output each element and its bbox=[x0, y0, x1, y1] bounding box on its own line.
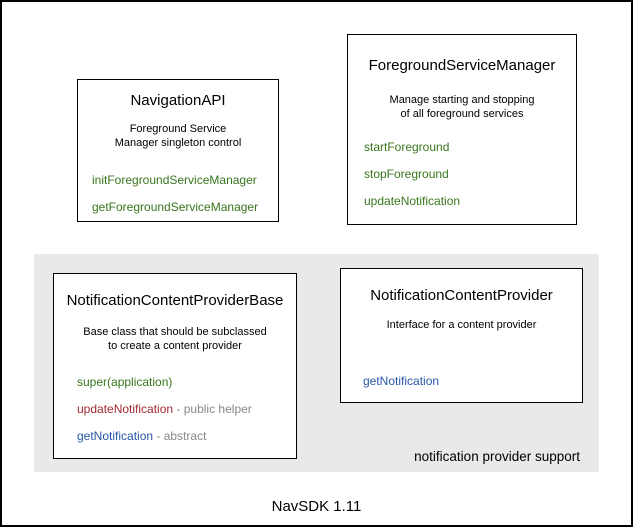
diagram-caption-navsdk-version: NavSDK 1.11 bbox=[271, 498, 362, 515]
method-startforeground: startForeground bbox=[364, 140, 450, 154]
method-row: updateNotification - public helper bbox=[77, 402, 296, 417]
method-row: super(application) bbox=[77, 375, 296, 390]
method-getnotification: getNotification bbox=[77, 429, 154, 443]
notification-provider-group: NotificationContentProviderBase Base cla… bbox=[34, 254, 599, 472]
description-line: Manager singleton control bbox=[114, 136, 242, 149]
method-stopforeground: stopForeground bbox=[364, 167, 449, 181]
method-super-application: super(application) bbox=[77, 375, 173, 389]
notificationcontentproviderbase-title: NotificationContentProviderBase bbox=[66, 292, 284, 309]
notificationcontentproviderbase-methods: super(application) updateNotification - … bbox=[54, 375, 296, 444]
method-row: getNotification bbox=[363, 374, 582, 389]
method-initforegroundservicemanager: initForegroundServiceManager bbox=[92, 173, 257, 187]
method-row: startForeground bbox=[364, 140, 576, 155]
description-line: Base class that should be subclassed bbox=[83, 326, 267, 338]
method-row: getForegroundServiceManager bbox=[92, 200, 278, 215]
method-note: - public helper bbox=[173, 402, 252, 416]
notificationcontentprovider-title: NotificationContentProvider bbox=[370, 287, 553, 304]
class-box-notificationcontentprovider: NotificationContentProvider Interface fo… bbox=[340, 268, 583, 403]
method-row: stopForeground bbox=[364, 167, 576, 182]
description-line: Manage starting and stopping bbox=[389, 94, 535, 106]
foregroundservicemanager-title: ForegroundServiceManager bbox=[368, 57, 556, 74]
notificationcontentprovider-methods: getNotification bbox=[341, 374, 582, 389]
method-row: updateNotification bbox=[364, 194, 576, 209]
notificationcontentproviderbase-description: Base class that should be subclassed to … bbox=[54, 326, 296, 353]
class-box-notificationcontentproviderbase: NotificationContentProviderBase Base cla… bbox=[53, 273, 297, 459]
method-updatenotification: updateNotification bbox=[77, 402, 174, 416]
class-box-foregroundservicemanager: ForegroundServiceManager Manage starting… bbox=[347, 34, 577, 225]
method-updatenotification: updateNotification bbox=[364, 194, 461, 208]
method-getforegroundservicemanager: getForegroundServiceManager bbox=[92, 200, 259, 214]
method-note: - abstract bbox=[153, 429, 207, 443]
method-getnotification: getNotification bbox=[363, 373, 440, 388]
description-line: of all foreground services bbox=[400, 107, 524, 120]
navigationapi-methods: initForegroundServiceManager getForegrou… bbox=[78, 173, 278, 215]
foregroundservicemanager-description: Manage starting and stopping of all fore… bbox=[348, 94, 576, 121]
navigationapi-description: Foreground Service Manager singleton con… bbox=[78, 123, 278, 150]
description-line: Interface for a content provider bbox=[386, 319, 537, 331]
description-line: to create a content provider bbox=[108, 339, 242, 352]
method-row: getNotification - abstract bbox=[77, 429, 296, 444]
class-box-navigationapi: NavigationAPI Foreground Service Manager… bbox=[77, 79, 279, 222]
notificationcontentprovider-description: Interface for a content provider bbox=[341, 319, 582, 333]
method-row: initForegroundServiceManager bbox=[92, 173, 278, 188]
foregroundservicemanager-methods: startForeground stopForeground updateNot… bbox=[348, 140, 576, 209]
navigationapi-title: NavigationAPI bbox=[130, 92, 226, 109]
group-label-notification-provider-support: notification provider support bbox=[414, 449, 580, 464]
description-line: Foreground Service bbox=[129, 123, 227, 135]
